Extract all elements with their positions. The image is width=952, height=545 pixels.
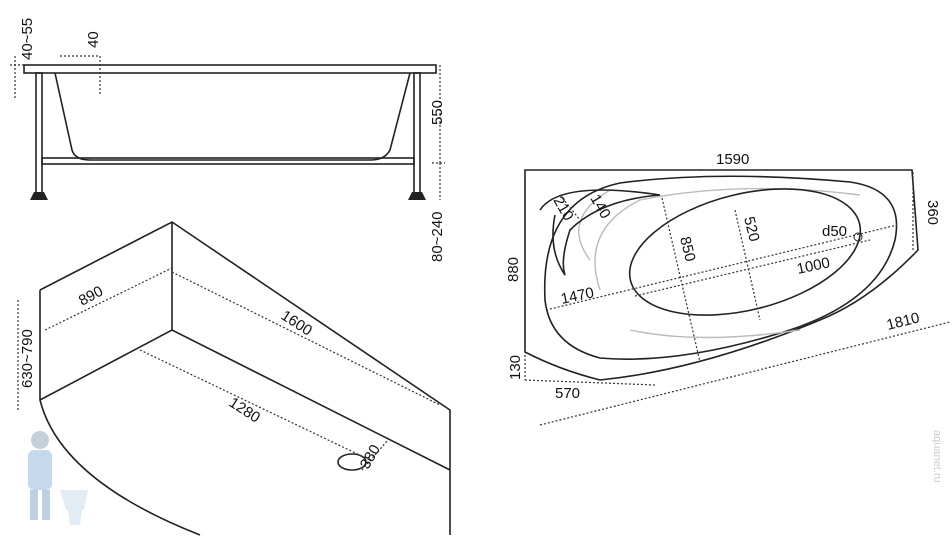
- leg-right: [413, 72, 421, 194]
- label-corner: 130: [507, 355, 524, 380]
- panel-outline: [39, 221, 451, 536]
- drain-icon: [853, 232, 863, 242]
- label-width: 890: [76, 283, 106, 310]
- label-depth-inner: 850: [676, 235, 699, 263]
- label-total-length: 1590: [716, 151, 749, 168]
- label-legs: 80~240: [429, 212, 446, 262]
- headrest: [539, 189, 661, 276]
- side-view: 40~55 40 550 80~240: [10, 18, 446, 262]
- label-panel-height: 630~790: [19, 329, 36, 388]
- tub-body: [54, 72, 411, 161]
- drain-hole: [337, 453, 367, 471]
- perspective-view: 890 1600 630~790 1280 380: [17, 221, 451, 536]
- label-headrest-inner: 140: [587, 192, 614, 222]
- label-length: 1600: [278, 307, 315, 339]
- label-drain-diameter: d50: [822, 223, 847, 240]
- bowl: [628, 188, 862, 316]
- label-rim-height: 40~55: [19, 18, 36, 60]
- label-inner-length: 1470: [559, 284, 595, 308]
- label-diagonal: 1810: [885, 309, 921, 334]
- label-inner-length: 1280: [226, 394, 263, 426]
- leg-left: [35, 72, 43, 194]
- plumber-logo: [28, 431, 88, 525]
- foot-right: [408, 192, 426, 200]
- label-side: 360: [924, 200, 941, 225]
- tub-outline: [524, 169, 919, 381]
- label-depth: 880: [505, 257, 522, 282]
- rim: [23, 64, 437, 74]
- label-bowl-width: 520: [740, 215, 763, 243]
- frame-bar: [41, 157, 415, 165]
- label-front: 570: [555, 385, 580, 402]
- inner-rim: [543, 175, 898, 360]
- top-view: 1590 360 880 210 140 850 520 d50 1000 14…: [505, 151, 951, 426]
- foot-left: [30, 192, 48, 200]
- label-rim-offset: 40: [85, 31, 102, 48]
- watermark: aquanet.ru: [931, 430, 943, 483]
- label-bowl-length: 1000: [795, 254, 831, 278]
- label-height: 550: [429, 100, 446, 125]
